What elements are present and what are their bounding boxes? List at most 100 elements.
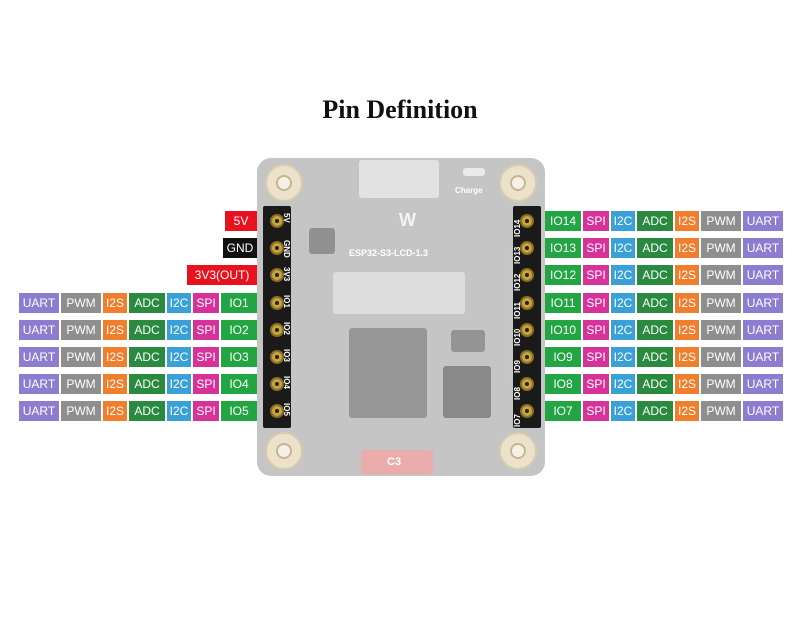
left-pin-0-silk: 5V [282, 213, 291, 223]
right-pin-1-label-i2s: I2S [675, 238, 699, 258]
mounting-hole-top-left [265, 164, 303, 202]
mounting-hole-bottom-right [499, 432, 537, 470]
right-pin-6-label-pwm: PWM [701, 374, 741, 394]
right-pin-3-label-pwm: PWM [701, 293, 741, 313]
right-pin-7-label-adc: ADC [637, 401, 673, 421]
right-pin-3-silk: IO11 [513, 302, 522, 319]
right-pin-3-label-spi: SPI [583, 293, 609, 313]
right-header-pin-6 [520, 377, 534, 391]
right-pin-1-label-i2c: I2C [611, 238, 635, 258]
left-pin-3-label-adc: ADC [129, 293, 165, 313]
left-pin-5-label-io: IO3 [221, 347, 257, 367]
right-pin-2-label-spi: SPI [583, 265, 609, 285]
right-pin-6-label-adc: ADC [637, 374, 673, 394]
left-pin-7-label-io: IO5 [221, 401, 257, 421]
dev-board: Charge W ESP32-S3-LCD-1.3 C3 [257, 158, 545, 476]
right-pin-2-label-adc: ADC [637, 265, 673, 285]
right-pin-4-label-i2s: I2S [675, 320, 699, 340]
small-ic-chip [309, 228, 335, 254]
left-pin-4-silk: IO2 [282, 322, 291, 335]
left-pin-1-label-gnd: GND [223, 238, 257, 258]
left-pin-5-label-i2s: I2S [103, 347, 127, 367]
right-pin-3-label-adc: ADC [637, 293, 673, 313]
right-pin-6-label-spi: SPI [583, 374, 609, 394]
left-pin-5-label-pwm: PWM [61, 347, 101, 367]
flash-chip [443, 366, 491, 418]
right-pin-1-label-spi: SPI [583, 238, 609, 258]
right-pin-0-label-i2s: I2S [675, 211, 699, 231]
right-pin-2-label-i2c: I2C [611, 265, 635, 285]
left-pin-6-label-i2c: I2C [167, 374, 191, 394]
left-header-pin-3 [270, 296, 284, 310]
left-header-pin-7 [270, 404, 284, 418]
right-pin-7-label-io: IO7 [545, 401, 581, 421]
right-pin-5-label-uart: UART [743, 347, 783, 367]
left-pin-4-label-uart: UART [19, 320, 59, 340]
left-header-pin-6 [270, 377, 284, 391]
left-pin-6-label-i2s: I2S [103, 374, 127, 394]
right-pin-6-label-io: IO8 [545, 374, 581, 394]
right-header-pin-0 [520, 214, 534, 228]
right-pin-4-label-adc: ADC [637, 320, 673, 340]
left-pin-7-silk: IO5 [282, 403, 291, 416]
left-pin-7-label-uart: UART [19, 401, 59, 421]
right-pin-0-label-io: IO14 [545, 211, 581, 231]
right-pin-2-label-pwm: PWM [701, 265, 741, 285]
left-pin-0-label-5v: 5V [225, 211, 257, 231]
right-pin-5-label-i2s: I2S [675, 347, 699, 367]
right-pin-1-label-uart: UART [743, 238, 783, 258]
right-header-pin-4 [520, 323, 534, 337]
right-pin-5-label-i2c: I2C [611, 347, 635, 367]
right-pin-4-label-spi: SPI [583, 320, 609, 340]
charge-silk: Charge [455, 186, 483, 195]
right-pin-7-label-pwm: PWM [701, 401, 741, 421]
right-pin-4-label-uart: UART [743, 320, 783, 340]
left-pin-7-label-adc: ADC [129, 401, 165, 421]
left-pin-4-label-spi: SPI [193, 320, 219, 340]
right-pin-3-label-io: IO11 [545, 293, 581, 313]
right-header-pin-7 [520, 404, 534, 418]
right-pin-3-label-i2c: I2C [611, 293, 635, 313]
right-pin-7-silk: IO7 [513, 414, 522, 427]
left-pin-7-label-spi: SPI [193, 401, 219, 421]
right-pin-4-label-i2c: I2C [611, 320, 635, 340]
left-pin-2-silk: 3V3 [282, 267, 291, 282]
left-pin-5-label-adc: ADC [129, 347, 165, 367]
right-pin-1-label-pwm: PWM [701, 238, 741, 258]
left-pin-7-label-pwm: PWM [61, 401, 101, 421]
left-pin-2-label-3v3: 3V3(OUT) [187, 265, 257, 285]
right-pin-6-label-uart: UART [743, 374, 783, 394]
right-pin-7-label-spi: SPI [583, 401, 609, 421]
right-pin-4-silk: IO10 [513, 328, 522, 346]
right-pin-1-label-adc: ADC [637, 238, 673, 258]
right-pin-0-label-spi: SPI [583, 211, 609, 231]
page-title: Pin Definition [322, 95, 478, 124]
left-pin-5-silk: IO3 [282, 349, 291, 362]
c3-label: C3 [387, 456, 402, 468]
left-pin-3-label-i2s: I2S [103, 293, 127, 313]
esp32-s3-module [349, 328, 427, 418]
right-pin-6-label-i2c: I2C [611, 374, 635, 394]
left-pin-3-label-io: IO1 [221, 293, 257, 313]
right-pin-0-label-i2c: I2C [611, 211, 635, 231]
c3-marker: C3 [361, 450, 433, 474]
right-pin-5-label-adc: ADC [637, 347, 673, 367]
board-model-silk: ESP32-S3-LCD-1.3 [349, 248, 429, 258]
left-header-pin-4 [270, 323, 284, 337]
left-pin-5-label-spi: SPI [193, 347, 219, 367]
regulator-chip [451, 330, 485, 352]
right-pin-0-label-adc: ADC [637, 211, 673, 231]
usb-connector [359, 160, 439, 198]
right-pin-3-label-i2s: I2S [675, 293, 699, 313]
left-pin-6-label-io: IO4 [221, 374, 257, 394]
right-pin-5-label-pwm: PWM [701, 347, 741, 367]
right-pin-2-label-i2s: I2S [675, 265, 699, 285]
left-pin-4-label-adc: ADC [129, 320, 165, 340]
mounting-hole-top-right [499, 164, 537, 202]
right-header-pin-5 [520, 350, 534, 364]
left-pin-7-label-i2s: I2S [103, 401, 127, 421]
left-header-pin-1 [270, 241, 284, 255]
sd-card-slot [333, 272, 465, 314]
right-pin-7-label-i2s: I2S [675, 401, 699, 421]
right-pin-2-label-io: IO12 [545, 265, 581, 285]
